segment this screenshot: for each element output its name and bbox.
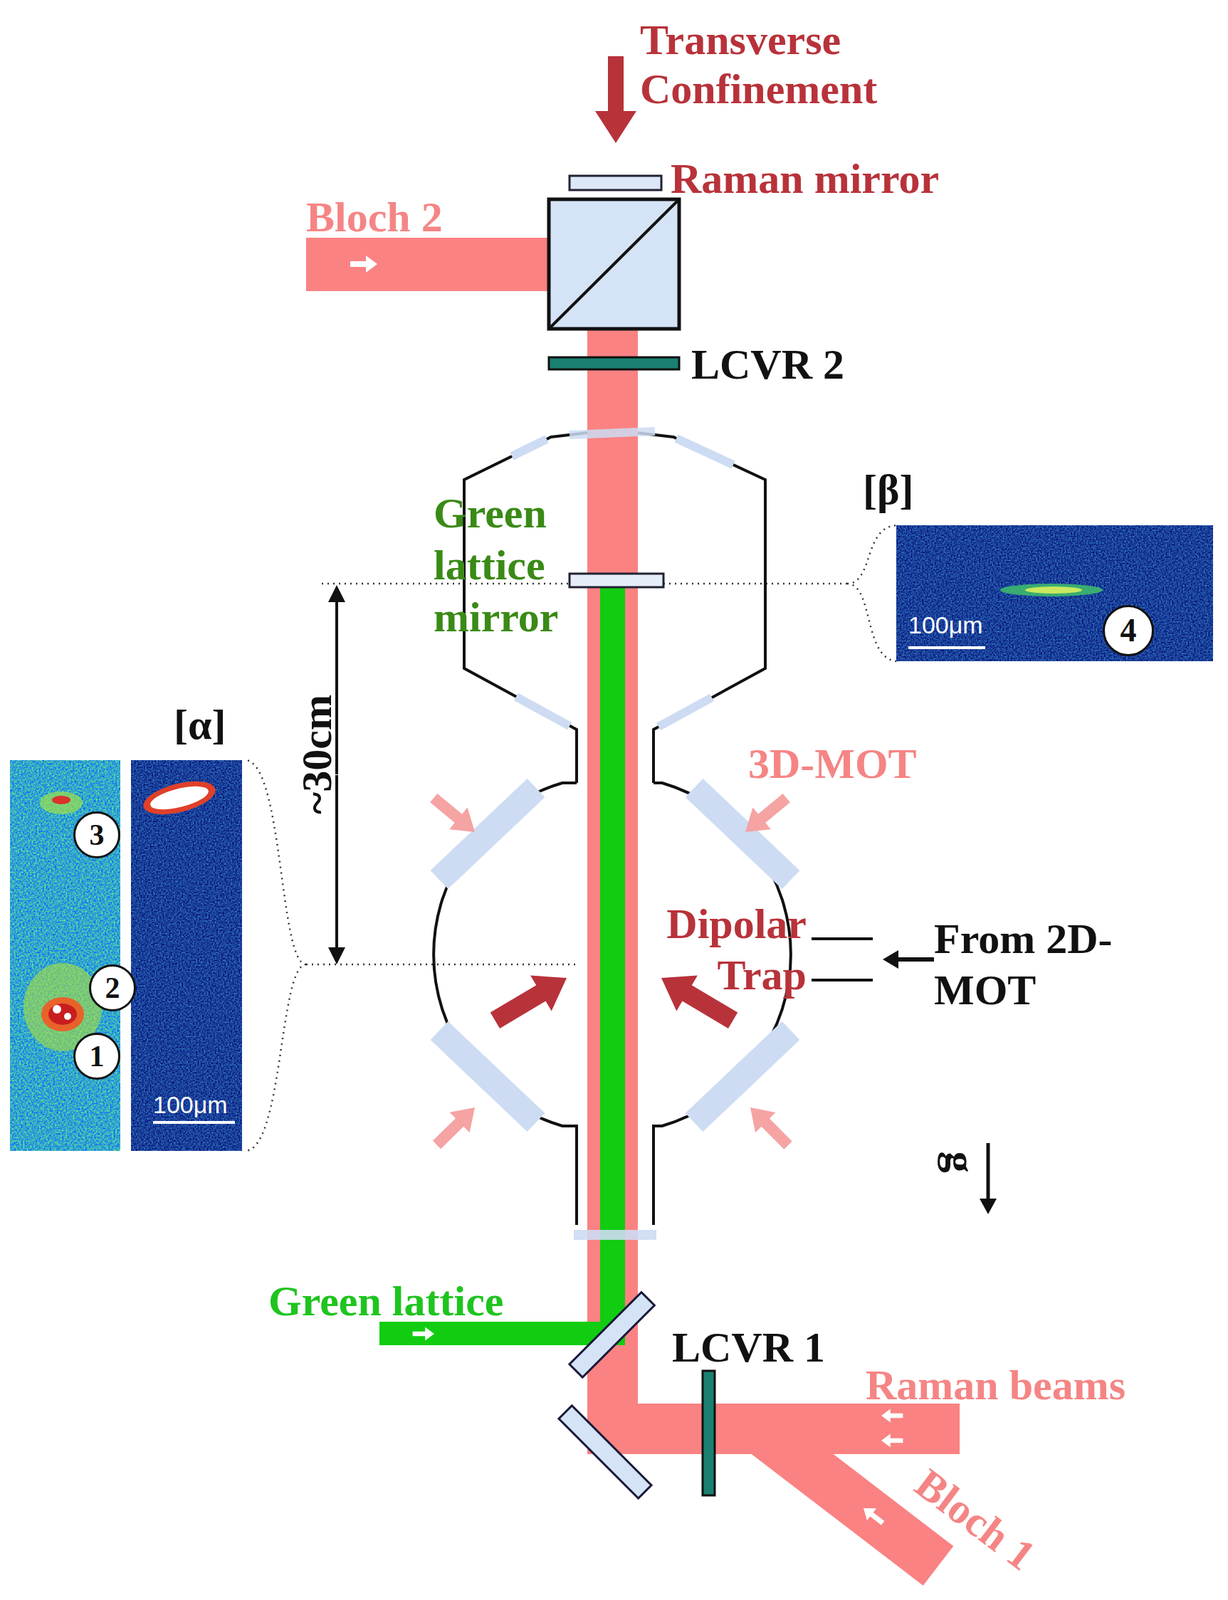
scale-bar — [153, 1121, 235, 1125]
image-panel: [β]100μm4 — [896, 525, 1214, 662]
callout-number: 2 — [105, 973, 121, 1004]
window — [694, 1030, 791, 1123]
panel-heading: [α] — [173, 699, 226, 750]
label-text: g⃗ — [936, 1151, 986, 1207]
scale-bar-label: 100μm — [908, 610, 984, 640]
label-text: 3D-MOT — [748, 738, 917, 789]
mot-beam-arrow — [426, 1097, 485, 1156]
red-beams — [306, 237, 960, 1567]
beam-direction-arrow — [881, 1408, 903, 1423]
window — [573, 1230, 657, 1241]
window — [516, 696, 570, 727]
vertical-beam — [587, 328, 638, 1455]
mot-beam-arrow — [740, 1097, 799, 1156]
atom-cloud-core — [52, 1005, 62, 1014]
dichroic-mirror — [569, 1292, 655, 1379]
window — [439, 1030, 537, 1123]
label-text: From 2D-MOT — [933, 913, 1134, 1016]
label-text: Dipolar Trap — [635, 898, 807, 1001]
atom-cloud-core — [1025, 586, 1083, 594]
label-text: LCVR 2 — [691, 339, 845, 390]
lcvr-plate — [702, 1371, 715, 1496]
beam-splitter-diagonal — [548, 199, 680, 329]
atom-cloud — [41, 997, 85, 1032]
image-panel: [α]100μm — [130, 760, 243, 1152]
dipolar-trap-arrow — [484, 960, 578, 1039]
dotted-bracket — [244, 760, 307, 1152]
callout-circle: 4 — [1102, 605, 1154, 657]
callout-number: 3 — [89, 820, 105, 850]
absorption-image — [130, 760, 243, 1152]
confinement-arrow — [595, 56, 637, 144]
label-text: Raman beams — [865, 1360, 1126, 1411]
vacuum-chamber — [433, 429, 873, 1226]
dotted-bracket — [847, 525, 899, 662]
absorption-image — [9, 760, 121, 1152]
dotted-line — [306, 963, 577, 967]
label-text: Transverse Confinement — [639, 15, 911, 114]
raman-mirror — [569, 175, 662, 191]
label-text: Green lattice — [268, 1276, 504, 1327]
atom-cloud-halo — [39, 791, 83, 815]
green-lattice-mirror — [569, 573, 664, 588]
atom-cloud — [51, 795, 71, 805]
atom-flux-arrow — [882, 950, 934, 969]
window — [511, 439, 547, 457]
bloch2-beam — [306, 237, 551, 292]
atom-cloud-core — [64, 1013, 72, 1021]
window — [658, 697, 712, 727]
scale-bar — [908, 646, 986, 650]
callout-number: 1 — [89, 1041, 105, 1072]
callout-circle: 2 — [88, 964, 136, 1012]
label-text: ~30cm — [291, 694, 342, 815]
mot-beam-arrow — [736, 787, 796, 844]
scale-bar-label: 100μm — [153, 1090, 228, 1120]
dotted-guides — [244, 525, 899, 1152]
callout-circle: 3 — [73, 811, 121, 859]
atom-cloud-core — [148, 781, 211, 815]
atom-cloud — [1000, 583, 1103, 597]
callout-circle: 1 — [73, 1032, 121, 1080]
window — [439, 788, 537, 880]
beam-splitter-cube — [548, 199, 680, 329]
panel-heading: [β] — [862, 464, 915, 515]
beam-direction-arrow — [412, 1326, 435, 1341]
steering-mirror — [558, 1405, 652, 1499]
label-text: Bloch 2 — [306, 192, 443, 243]
window — [569, 431, 655, 435]
label-text: LCVR 1 — [672, 1322, 826, 1373]
trap-port — [811, 938, 873, 981]
beam-direction-arrow — [881, 1433, 903, 1448]
callout-number: 4 — [1120, 614, 1137, 648]
label-text: Green lattice mirror — [433, 487, 587, 644]
mot-beam-arrow — [424, 787, 484, 844]
atom-cloud — [48, 1003, 77, 1026]
label-text: Raman mirror — [670, 153, 939, 204]
beam-direction-arrow — [350, 255, 378, 273]
absorption-image — [896, 525, 1214, 662]
green-horizontal-beam — [379, 1321, 626, 1346]
window — [676, 438, 734, 465]
lcvr-plate — [548, 357, 680, 370]
atom-cloud — [140, 775, 220, 821]
beam-direction-arrow — [858, 1502, 888, 1530]
